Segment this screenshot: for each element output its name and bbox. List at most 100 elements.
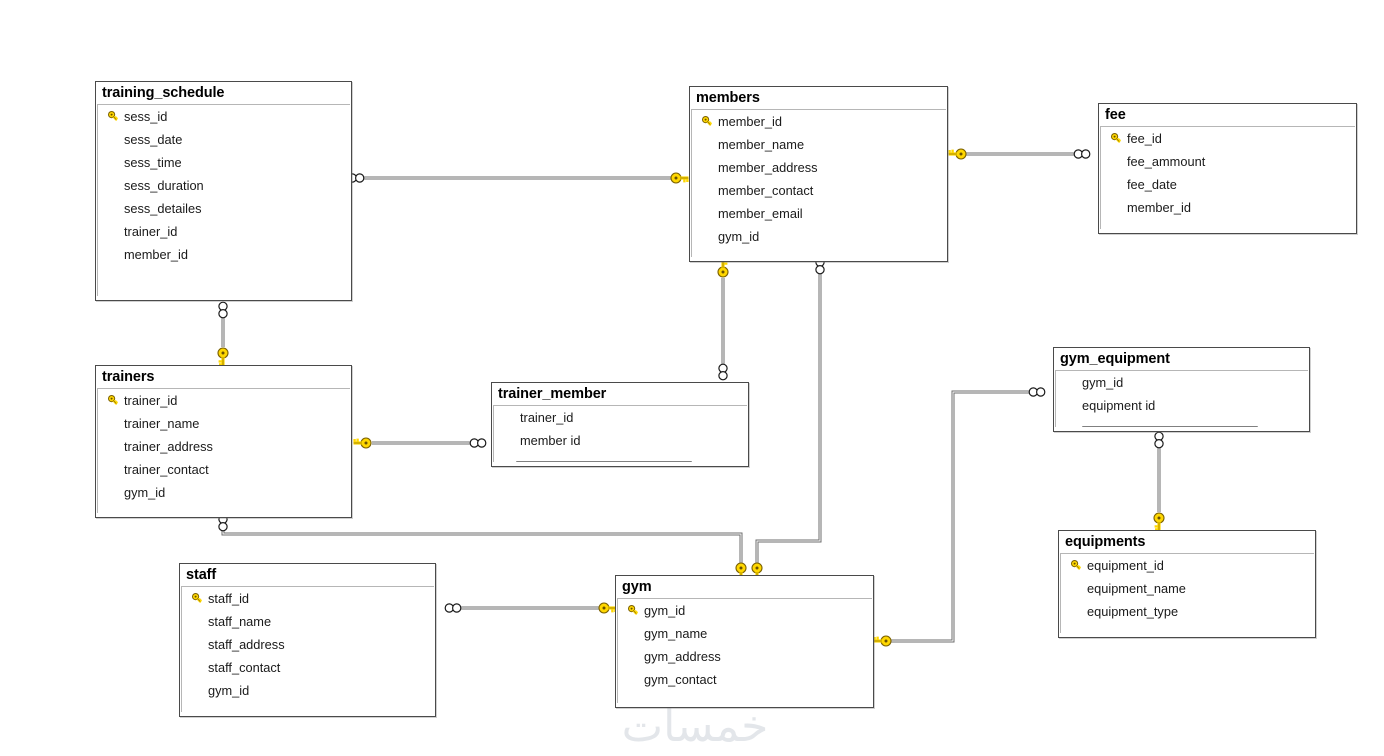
table-title-trainers: trainers [96,366,351,388]
column-row[interactable]: equipment_name [1061,577,1314,600]
column-row[interactable]: member_id [692,110,946,133]
column-row[interactable]: gym_id [98,481,350,504]
column-name: fee_date [1127,176,1177,192]
table-title-staff: staff [180,564,435,586]
column-row[interactable]: sess_time [98,151,350,174]
column-list-scrollbar[interactable] [1082,426,1258,427]
column-row[interactable]: trainer_address [98,435,350,458]
primary-key-icon [102,111,124,122]
column-row[interactable]: gym_id [182,679,434,702]
column-row[interactable]: trainer_id [98,389,350,412]
table-title-training_schedule: training_schedule [96,82,351,104]
column-name: member_email [718,205,803,221]
relationship-rel-trainers-training_schedule[interactable] [217,301,229,366]
column-name: fee_ammount [1127,153,1206,169]
column-row[interactable]: member_name [692,133,946,156]
column-row[interactable]: staff_contact [182,656,434,679]
column-row[interactable]: gym_id [618,599,872,622]
many-endpoint-icon [718,363,728,381]
column-row[interactable]: trainer_name [98,412,350,435]
column-row[interactable]: gym_address [618,645,872,668]
column-row[interactable]: trainer_id [98,220,350,243]
one-endpoint-key-icon [717,259,729,278]
column-row[interactable]: equipment_type [1061,600,1314,623]
column-row[interactable]: sess_date [98,128,350,151]
column-name: sess_detailes [124,200,202,216]
column-name: member id [520,432,581,448]
column-row[interactable]: gym_id [692,225,946,248]
column-row[interactable]: gym_contact [618,668,872,691]
column-name: gym_id [644,602,686,618]
relationship-rel-equipments-gym_equipment[interactable] [1153,431,1165,531]
column-name: member_id [124,246,189,262]
column-row[interactable]: member id [494,429,747,452]
column-name: equipment_type [1087,603,1179,619]
column-row[interactable]: member_address [692,156,946,179]
watermark: خمسات [621,701,769,752]
column-row[interactable]: sess_duration [98,174,350,197]
relationship-rel-members-training_schedule[interactable] [347,172,689,184]
column-list-scrollbar[interactable] [516,461,692,462]
one-endpoint-key-icon [670,172,689,184]
relationship-rel-members-fee[interactable] [948,148,1091,160]
column-name: staff_contact [208,659,281,675]
table-title-fee: fee [1099,104,1356,126]
column-row[interactable]: member_id [1101,196,1355,219]
column-name: staff_address [208,636,285,652]
column-row[interactable]: fee_ammount [1101,150,1355,173]
column-row[interactable]: sess_id [98,105,350,128]
column-row[interactable]: gym_name [618,622,872,645]
column-row[interactable]: staff_name [182,610,434,633]
column-row[interactable]: equipment id [1056,394,1308,417]
one-endpoint-key-icon [1153,512,1165,531]
many-endpoint-icon [1073,149,1091,159]
column-row[interactable]: fee_id [1101,127,1355,150]
column-row[interactable]: member_id [98,243,350,266]
relationship-rel-gym-trainers[interactable] [218,514,747,581]
relationship-rel-gym-members[interactable] [751,257,825,581]
column-row[interactable]: member_email [692,202,946,225]
many-endpoint-icon [218,301,228,319]
relationship-rel-trainers-trainer_member[interactable] [353,437,487,449]
column-row[interactable]: sess_detailes [98,197,350,220]
column-row[interactable]: trainer_contact [98,458,350,481]
relationship-rel-members-trainer_member[interactable] [717,259,729,381]
column-row[interactable]: fee_date [1101,173,1355,196]
many-endpoint-icon [444,603,462,613]
column-row[interactable]: member_contact [692,179,946,202]
one-endpoint-key-icon [598,602,617,614]
column-name: gym_id [208,682,250,698]
relationship-rel-gym-gym_equipment[interactable] [873,387,1046,647]
table-title-trainer_member: trainer_member [492,383,748,405]
column-name: trainer_id [124,223,178,239]
table-columns-gym: gym_id gym_name gym_address gym_contact [617,598,872,703]
column-row[interactable]: staff_address [182,633,434,656]
primary-key-icon [102,395,124,406]
column-row[interactable]: staff_id [182,587,434,610]
column-name: sess_duration [124,177,204,193]
column-name: gym_address [644,648,721,664]
relationship-rel-gym-staff[interactable] [444,602,617,614]
table-title-gym_equipment: gym_equipment [1054,348,1309,370]
column-name: sess_date [124,131,183,147]
column-row[interactable]: equipment_id [1061,554,1314,577]
one-endpoint-key-icon [873,635,892,647]
column-row[interactable]: trainer_id [494,406,747,429]
column-row[interactable]: gym_id [1056,371,1308,394]
